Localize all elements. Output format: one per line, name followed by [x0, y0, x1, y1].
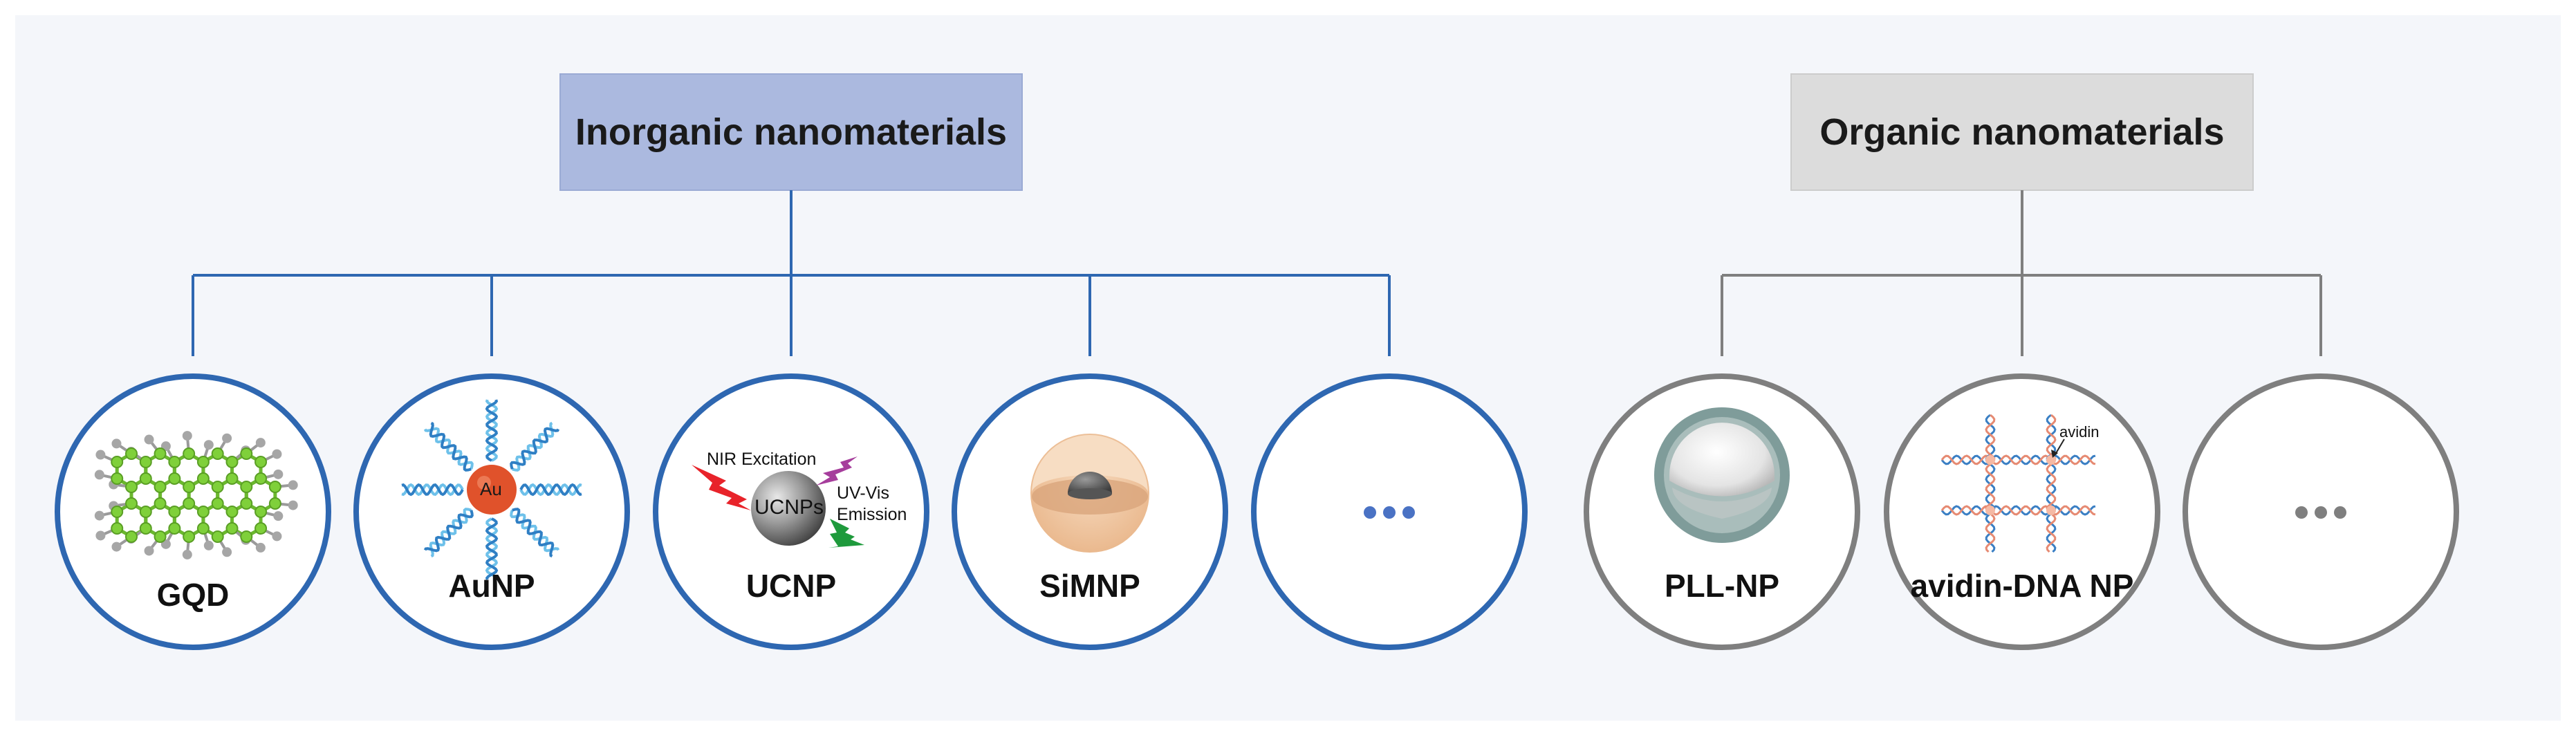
gold-nanoparticle-icon — [401, 399, 582, 580]
inorganic-connector-lines — [192, 190, 1391, 356]
ellipsis-icon — [1364, 506, 1415, 519]
graphene-quantum-dot-icon — [94, 431, 298, 559]
ellipsis-icon — [2295, 506, 2346, 519]
upconversion-nanoparticle-icon — [692, 456, 864, 548]
inorganic-category-box — [559, 73, 1023, 191]
polylysine-nanoparticle-icon — [1654, 407, 1790, 543]
organic-connector-lines — [1721, 190, 2322, 356]
avidin-dna-network-icon — [1940, 414, 2096, 553]
silica-magnetic-nanoparticle-icon — [1030, 434, 1149, 553]
organic-category-box — [1790, 73, 2254, 191]
